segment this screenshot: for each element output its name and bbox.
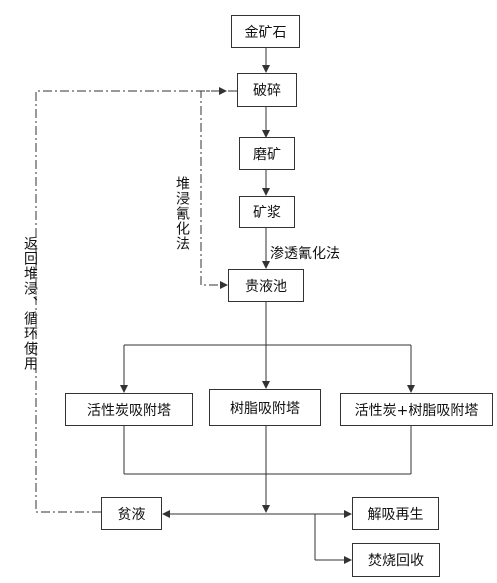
node-pregnant-pool: 贵液池 bbox=[228, 269, 304, 302]
label-percolation: 渗透氰化法 bbox=[270, 246, 340, 262]
node-crush: 破碎 bbox=[237, 73, 297, 107]
node-ore: 金矿石 bbox=[231, 15, 300, 48]
node-resin-tower: 树脂吸附塔 bbox=[209, 389, 321, 426]
node-slurry: 矿浆 bbox=[239, 196, 295, 228]
node-barren: 贫液 bbox=[101, 497, 162, 530]
node-carbon-resin-tower: 活性炭+树脂吸附塔 bbox=[340, 393, 493, 426]
label-heap-leach: 堆浸氰化法 bbox=[174, 176, 190, 251]
node-desorb: 解吸再生 bbox=[352, 497, 439, 530]
dashdot-heap-leach-path bbox=[200, 90, 237, 289]
dashdot-return-path bbox=[35, 87, 227, 513]
node-carbon-tower: 活性炭吸附塔 bbox=[65, 393, 193, 426]
label-return: 返回堆浸、循环使用 bbox=[22, 236, 38, 371]
node-grind: 磨矿 bbox=[239, 137, 295, 170]
node-burn: 焚烧回收 bbox=[352, 543, 440, 577]
